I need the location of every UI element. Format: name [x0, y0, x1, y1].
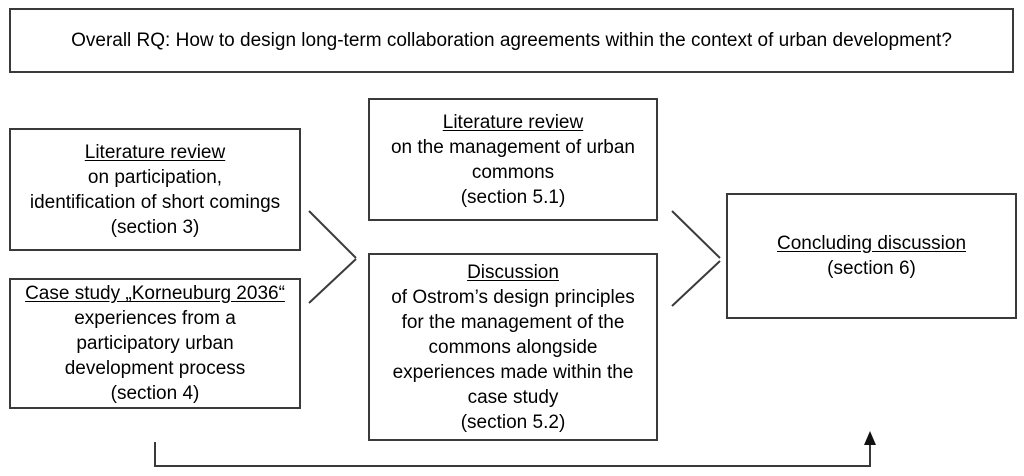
box-body-line: experiences from a: [74, 308, 236, 329]
feedback-arrowhead-icon: [864, 431, 876, 445]
box-literature-review-commons: Literature review on the management of u…: [368, 98, 658, 221]
box-heading: Discussion: [467, 261, 559, 283]
box-section-ref: (section 3): [110, 216, 200, 238]
box-concluding-discussion: Concluding discussion (section 6): [726, 193, 1017, 319]
box-body-line: identification of short comings: [29, 191, 281, 213]
connector-discussion-to-concluding: [671, 260, 721, 307]
box-heading: Concluding discussion: [776, 233, 967, 254]
box-body-line: participatory urban: [76, 333, 234, 354]
box-overall-rq: Overall RQ: How to design long-term coll…: [9, 8, 1014, 73]
box-section-ref: (section 5.1): [460, 186, 566, 208]
box-discussion-ostrom: Discussion of Ostrom’s design principles…: [368, 253, 658, 441]
connector-lit-participation-to-middle: [308, 210, 357, 259]
box-body-line: on the management of urban: [390, 136, 635, 158]
connector-case-study-to-middle: [308, 258, 357, 304]
box-body-line: case study: [467, 386, 559, 408]
box-body-line: commons: [471, 161, 555, 183]
box-literature-review-participation: Literature review on participation, iden…: [9, 128, 301, 251]
connector-feedback-loop: [154, 440, 871, 467]
box-body-line: of Ostrom’s design principles: [391, 286, 635, 308]
box-heading: Case study „Korneuburg 2036“: [25, 283, 285, 304]
box-heading: Literature review: [84, 141, 226, 163]
box-body-line: for the management of the: [401, 311, 625, 333]
box-case-study-korneuburg: Case study „Korneuburg 2036“ experiences…: [9, 278, 301, 409]
connector-lit-commons-to-concluding: [671, 210, 721, 259]
box-body-line: experiences made within the: [392, 361, 634, 383]
box-body-line: development process: [64, 358, 246, 379]
box-section-ref: (section 5.2): [460, 411, 566, 433]
box-heading: Literature review: [442, 111, 584, 133]
box-body-line: commons alongside: [428, 336, 598, 358]
box-section-ref: (section 4): [110, 383, 200, 404]
overall-rq-text: Overall RQ: How to design long-term coll…: [71, 30, 952, 51]
box-body-line: on participation,: [87, 166, 223, 188]
box-section-ref: (section 6): [827, 258, 916, 279]
